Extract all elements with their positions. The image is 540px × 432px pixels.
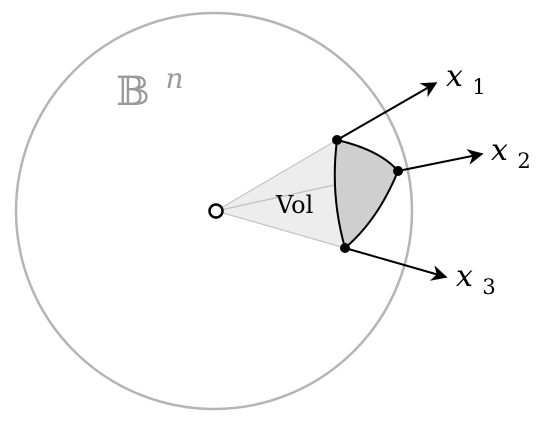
label-x1: x 1 (446, 59, 486, 99)
origin-point (208, 203, 224, 219)
arrow-x1 (336, 82, 438, 141)
label-x1-sub: 1 (472, 75, 485, 99)
label-x2-sub: 2 (517, 149, 530, 173)
vertex-x3 (340, 243, 350, 253)
label-x3: x 3 (456, 259, 496, 299)
label-x3-sub: 3 (482, 275, 495, 299)
label-x2-name: x (491, 133, 508, 168)
vertex-x1 (332, 135, 342, 145)
label-x1-name: x (446, 59, 463, 94)
ball-label-base: 𝔹 (116, 69, 150, 115)
arrow-x2 (397, 149, 484, 172)
ball-boundary (14, 11, 414, 411)
arrow-x3 (344, 247, 448, 281)
vertex-x2 (393, 166, 403, 176)
label-x2: x 2 (491, 133, 531, 173)
ball-label: 𝔹 n (116, 62, 184, 115)
spherical-simplex (333, 138, 400, 250)
label-x3-name: x (456, 259, 473, 294)
ball-label-sup: n (166, 62, 184, 95)
volume-label: Vol (275, 191, 313, 219)
